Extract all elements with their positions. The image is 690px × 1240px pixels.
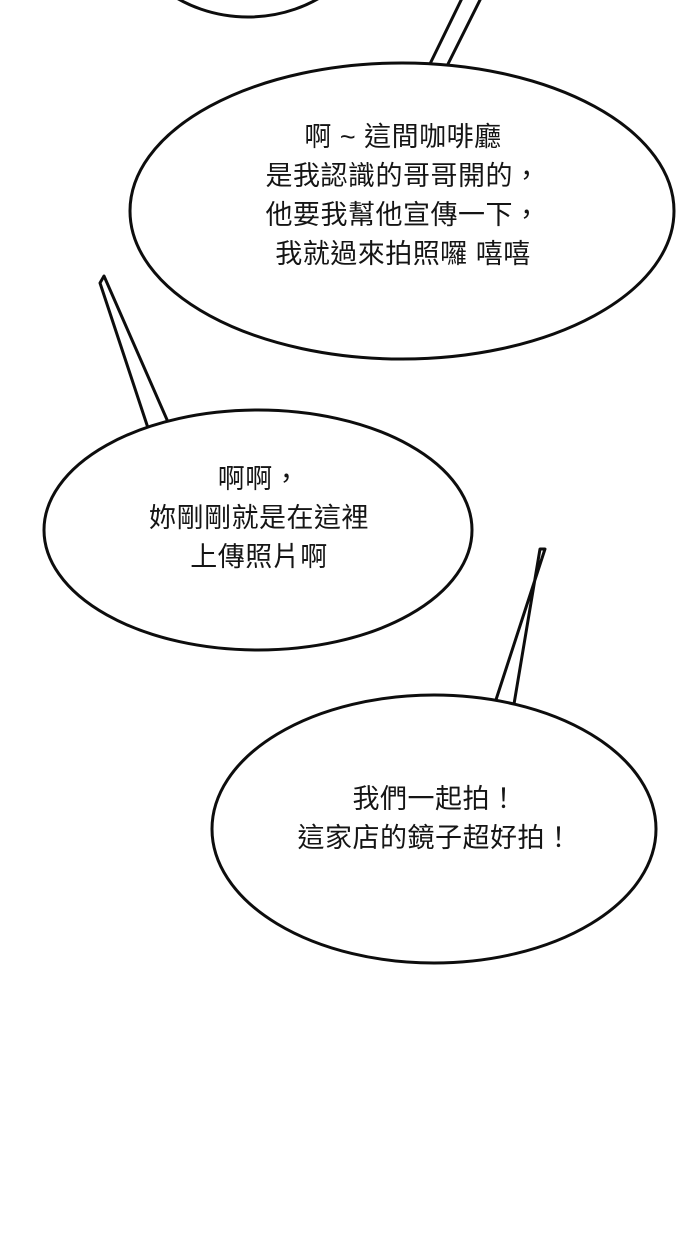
speech-bubble-3-text: 我們一起拍！ 這家店的鏡子超好拍！ xyxy=(297,784,573,853)
speech-bubble-tail-2 xyxy=(98,274,170,430)
speech-bubble-3 xyxy=(210,693,658,965)
speech-bubble-1-text: 啊 ~ 這間咖啡廳 是我認識的哥哥開的， 他要我幫他宣傳一下， 我就過來拍照囉 … xyxy=(265,122,541,269)
speech-bubble-tail-3 xyxy=(490,547,547,718)
speech-bubble-2-text: 啊啊， 妳剛剛就是在這裡 上傳照片啊 xyxy=(149,464,369,572)
speech-bubble-tail-1 xyxy=(426,0,482,74)
speech-bubble-2 xyxy=(42,408,474,652)
speech-bubble-cut-top xyxy=(177,0,319,19)
speech-bubble-1 xyxy=(128,61,676,361)
